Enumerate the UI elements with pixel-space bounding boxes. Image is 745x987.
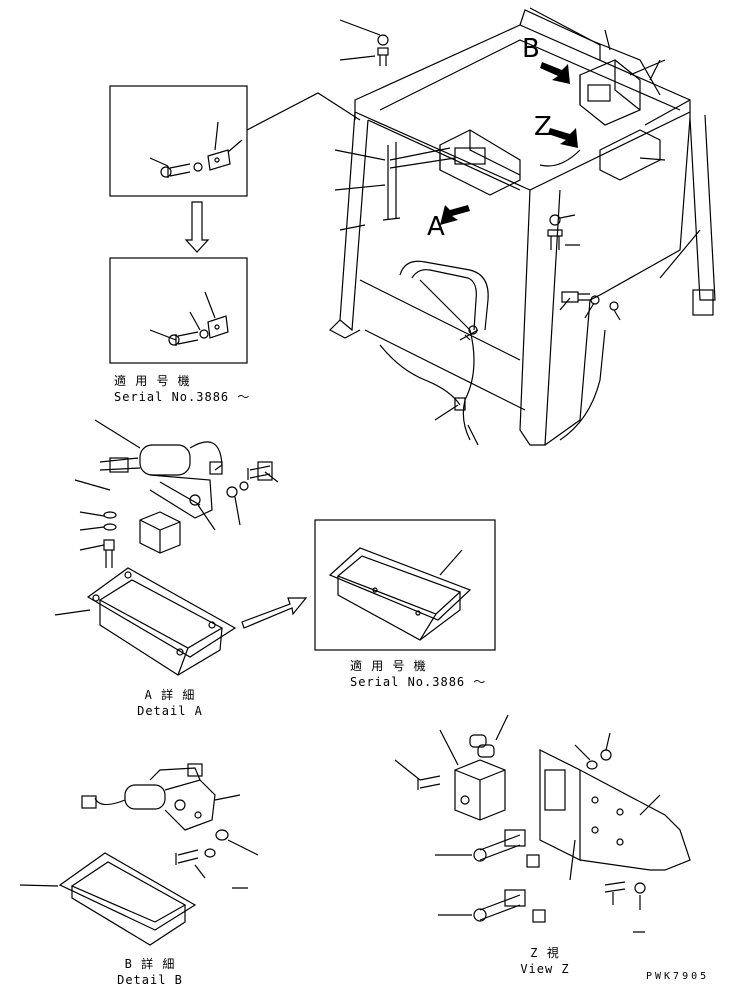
- view-letter-z: Z: [534, 112, 552, 142]
- serial-mid-jp: 適 用 号 機: [350, 659, 427, 673]
- detail-box-lower: [109, 257, 248, 364]
- view-z-en: View Z: [520, 962, 570, 976]
- detail-a-jp: A 詳 細: [144, 688, 196, 702]
- detail-b-jp: B 詳 細: [124, 957, 176, 971]
- cab-assembly: [329, 7, 716, 446]
- view-letter-b: B: [522, 34, 540, 64]
- detail-box-tray: [314, 519, 496, 651]
- detail-box-upper: [109, 85, 248, 197]
- down-arrow: [184, 201, 210, 253]
- drawing-code: PWK7905: [646, 971, 710, 982]
- detail-b-en: Detail B: [117, 973, 183, 987]
- detail-a-drawing: [54, 419, 279, 676]
- right-arrow: [241, 597, 308, 629]
- serial-mid-en: Serial No.3886 ～: [350, 675, 487, 689]
- serial-top-jp: 適 用 号 機: [114, 374, 191, 388]
- view-z-drawing: [394, 714, 691, 933]
- serial-top-en: Serial No.3886 ～: [114, 390, 251, 404]
- detail-b-drawing: [19, 763, 259, 946]
- view-letter-a: A: [427, 212, 445, 242]
- detail-a-en: Detail A: [137, 704, 203, 718]
- view-z-jp: Z 視: [530, 946, 560, 960]
- view-arrows: [440, 62, 578, 225]
